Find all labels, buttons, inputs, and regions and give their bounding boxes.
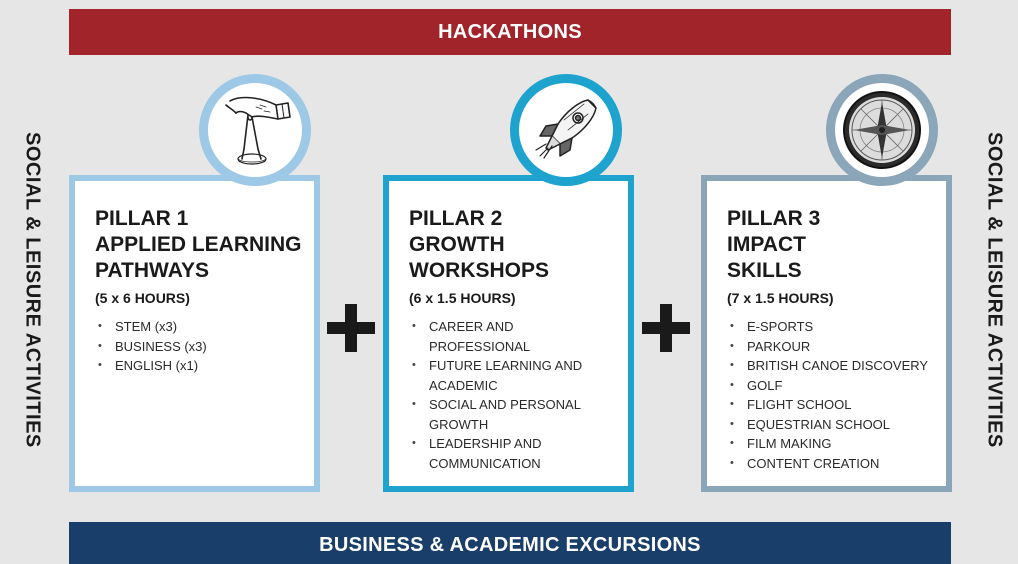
- pillar-3-hours: (7 x 1.5 HOURS): [727, 290, 834, 306]
- pillar-3-title-line: IMPACT: [727, 233, 806, 256]
- plus-icon: [642, 304, 690, 352]
- list-item: STEM (x3): [95, 317, 305, 337]
- list-item: BUSINESS (x3): [95, 337, 305, 357]
- list-item: LEADERSHIP AND COMMUNICATION: [409, 434, 589, 473]
- list-item: FUTURE LEARNING AND ACADEMIC: [409, 356, 589, 395]
- list-item: BRITISH CANOE DISCOVERY: [727, 356, 937, 376]
- side-label-left: SOCIAL & LEISURE ACTIVITIES: [12, 132, 52, 448]
- list-item: FILM MAKING: [727, 434, 937, 454]
- pillar-1-title-line: PILLAR 1: [95, 207, 189, 230]
- excursions-label: BUSINESS & ACADEMIC EXCURSIONS: [319, 534, 701, 556]
- navigation-compass-icon: [826, 74, 938, 186]
- pillar-3-title-line: SKILLS: [727, 259, 802, 282]
- pillar-1-title: PILLAR 1 APPLIED LEARNING PATHWAYS: [95, 206, 302, 284]
- hackathons-banner: HACKATHONS: [69, 9, 951, 55]
- pillar-1-card: PILLAR 1 APPLIED LEARNING PATHWAYS (5 x …: [69, 175, 320, 492]
- pillar-1-hours: (5 x 6 HOURS): [95, 290, 190, 306]
- pillar-1-title-line: APPLIED LEARNING: [95, 233, 302, 256]
- plus-icon: [327, 304, 375, 352]
- pillar-2-title-line: GROWTH: [409, 233, 505, 256]
- pillar-2-list: CAREER AND PROFESSIONAL FUTURE LEARNING …: [409, 317, 589, 473]
- pillar-3-title: PILLAR 3 IMPACT SKILLS: [727, 206, 820, 284]
- pillar-2-card: PILLAR 2 GROWTH WORKSHOPS (6 x 1.5 HOURS…: [383, 175, 634, 492]
- list-item: ENGLISH (x1): [95, 356, 305, 376]
- pillar-3-title-line: PILLAR 3: [727, 207, 821, 230]
- pillar-1-title-line: PATHWAYS: [95, 259, 209, 282]
- hackathons-label: HACKATHONS: [438, 20, 582, 43]
- list-item: E-SPORTS: [727, 317, 937, 337]
- pillar-3-list: E-SPORTS PARKOUR BRITISH CANOE DISCOVERY…: [727, 317, 937, 473]
- pillar-1-list: STEM (x3) BUSINESS (x3) ENGLISH (x1): [95, 317, 305, 376]
- list-item: CAREER AND PROFESSIONAL: [409, 317, 589, 356]
- side-label-right: SOCIAL & LEISURE ACTIVITIES: [974, 132, 1014, 448]
- pillar-2-title: PILLAR 2 GROWTH WORKSHOPS: [409, 206, 549, 284]
- pillar-2-title-line: WORKSHOPS: [409, 259, 550, 282]
- list-item: SOCIAL AND PERSONAL GROWTH: [409, 395, 589, 434]
- list-item: GOLF: [727, 376, 937, 396]
- side-label-right-text: SOCIAL & LEISURE ACTIVITIES: [983, 132, 1006, 448]
- rocket-icon: [510, 74, 622, 186]
- pillar-2-title-line: PILLAR 2: [409, 207, 503, 230]
- list-item: FLIGHT SCHOOL: [727, 395, 937, 415]
- list-item: EQUESTRIAN SCHOOL: [727, 415, 937, 435]
- excursions-banner: BUSINESS & ACADEMIC EXCURSIONS: [69, 522, 951, 564]
- hand-drawing-compass-icon: [199, 74, 311, 186]
- pillar-3-card: PILLAR 3 IMPACT SKILLS (7 x 1.5 HOURS) E…: [701, 175, 952, 492]
- pillar-2-hours: (6 x 1.5 HOURS): [409, 290, 516, 306]
- list-item: PARKOUR: [727, 337, 937, 357]
- list-item: CONTENT CREATION: [727, 454, 937, 474]
- side-label-left-text: SOCIAL & LEISURE ACTIVITIES: [21, 132, 44, 448]
